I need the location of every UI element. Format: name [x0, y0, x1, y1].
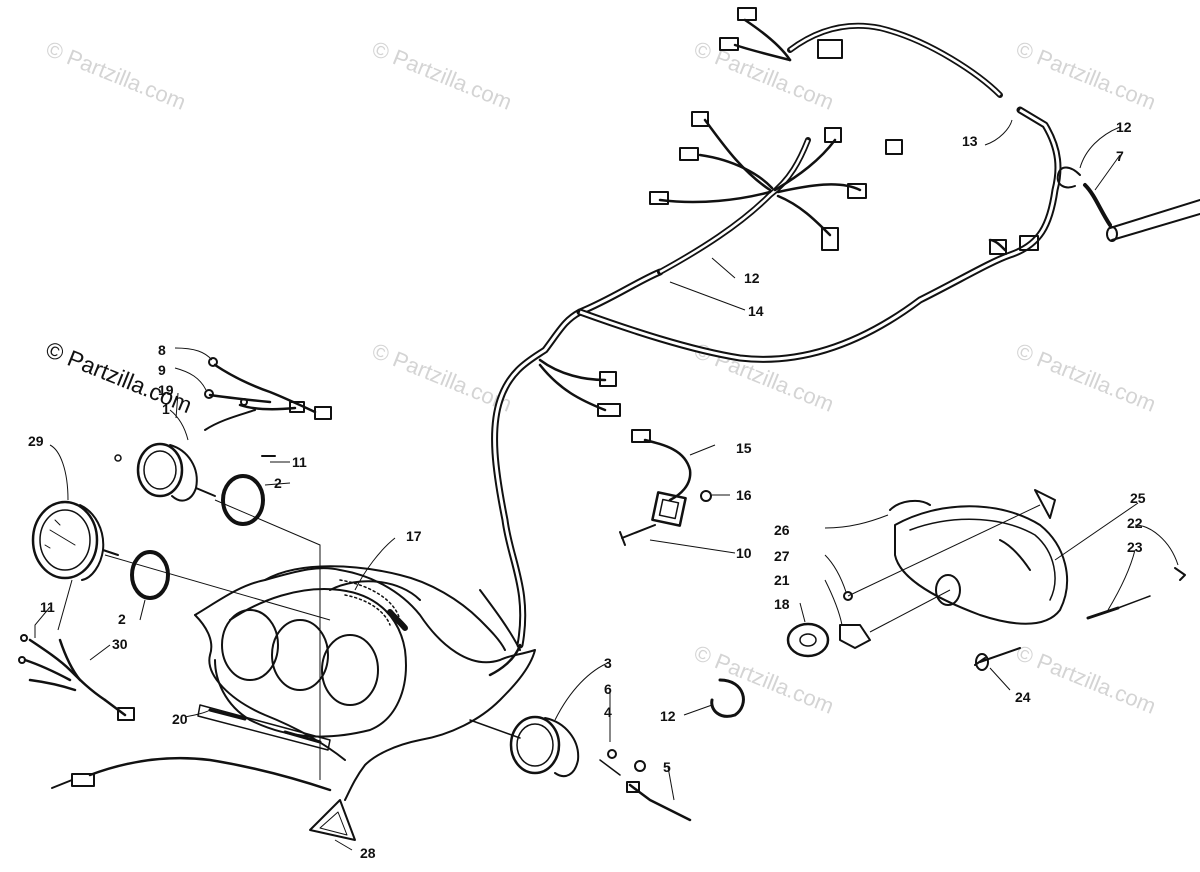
callout-6: 6 — [604, 681, 612, 697]
clamp-12 — [710, 678, 745, 718]
callout-5: 5 — [663, 759, 671, 775]
callout-11: 11 — [40, 599, 55, 615]
callout-12: 12 — [744, 270, 760, 286]
main-wiring-harness — [488, 7, 1062, 677]
callout-7: 7 — [1116, 148, 1124, 164]
callout-14: 14 — [748, 303, 764, 319]
gauge-harness-lower — [18, 634, 135, 721]
dashboard-console — [194, 565, 536, 801]
bezel-ring — [130, 474, 265, 600]
callout-29: 29 — [28, 433, 44, 449]
callout-20: 20 — [172, 711, 188, 727]
callout-28: 28 — [360, 845, 376, 861]
gauge-harness-upper — [204, 357, 332, 457]
callout-21: 21 — [774, 572, 790, 588]
callout-12: 12 — [1116, 119, 1132, 135]
callout-15: 15 — [736, 440, 752, 456]
callout-22: 22 — [1127, 515, 1143, 531]
callout-24: 24 — [1015, 689, 1031, 705]
callout-18: 18 — [774, 596, 790, 612]
callout-4: 4 — [604, 704, 612, 720]
callout-19: 19 — [158, 382, 174, 398]
callout-11: 11 — [292, 454, 307, 470]
callout-25: 25 — [1130, 490, 1146, 506]
speedometer-3 — [469, 715, 692, 822]
callout-30: 30 — [112, 636, 128, 652]
gauge-29 — [31, 500, 119, 581]
leader-lines — [34, 119, 1179, 851]
callout-17: 17 — [406, 528, 422, 544]
gauge-1 — [114, 442, 216, 502]
callout-3: 3 — [604, 655, 612, 671]
callout-26: 26 — [774, 522, 790, 538]
speedo-cable-left — [51, 756, 332, 792]
callout-8: 8 — [158, 342, 166, 358]
callout-1: 1 — [162, 401, 170, 417]
handlebar-element — [1056, 166, 1200, 242]
callout-2: 2 — [274, 475, 282, 491]
callout-9: 9 — [158, 362, 166, 378]
callout-10: 10 — [736, 545, 752, 561]
callout-16: 16 — [736, 487, 752, 503]
callout-23: 23 — [1127, 539, 1143, 555]
warning-decal — [309, 799, 356, 841]
callout-12: 12 — [660, 708, 676, 724]
headlight-assembly — [786, 489, 1186, 671]
callout-2: 2 — [118, 611, 126, 627]
voltage-module — [619, 429, 712, 546]
callout-27: 27 — [774, 548, 790, 564]
callout-13: 13 — [962, 133, 978, 149]
